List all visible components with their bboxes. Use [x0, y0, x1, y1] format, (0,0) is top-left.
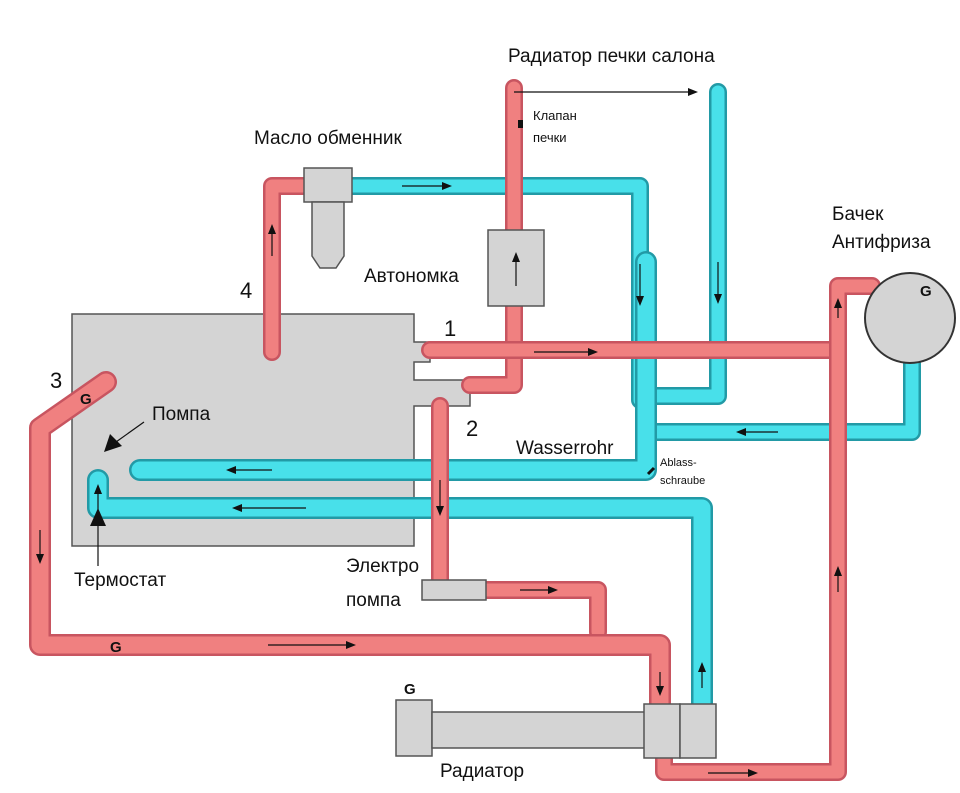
radiator-label: Радиатор	[440, 761, 524, 782]
port-number-2: 2	[466, 416, 478, 441]
heater-radiator-label: Радиатор печки салона	[508, 46, 715, 67]
cold-pipe-tank-return	[637, 349, 921, 441]
antifreeze-tank	[864, 272, 956, 364]
g-marker-radiator: G	[404, 681, 416, 698]
electric-pump	[421, 579, 487, 601]
hot-pipe-4-to-oil-cooler	[263, 177, 315, 361]
port-number-1: 1	[444, 316, 456, 341]
wasserrohr-label: Wasserrohr	[516, 438, 614, 459]
hot-pipe-electric-pump-outlet	[475, 581, 607, 641]
radiator	[395, 699, 717, 759]
port-number-4: 4	[240, 278, 252, 303]
cold-pipe-heater-return	[641, 83, 727, 405]
thermostat-label: Термостат	[74, 570, 166, 591]
g-marker-tank: G	[920, 283, 932, 300]
g-marker-pump: G	[80, 391, 92, 408]
autonomous-heater-label: Автономка	[364, 266, 459, 287]
drain-screw-label-line1: Ablass-	[660, 457, 697, 469]
flow-arrows	[36, 88, 842, 777]
drain-screw-marker	[646, 466, 656, 476]
pump-pointer-arrow	[104, 421, 145, 452]
heater-valve-label-line2: печки	[533, 130, 567, 145]
engine-block	[71, 313, 471, 547]
g-marker-bottom-pipe: G	[110, 639, 122, 656]
tank-label-line1: Бачек	[832, 204, 884, 225]
pump-label: Помпа	[152, 404, 211, 425]
oil-cooler-label: Масло обменник	[254, 128, 403, 149]
drain-screw-label-line2: schraube	[660, 475, 705, 487]
port-number-3: 3	[50, 368, 62, 393]
heater-valve-marker	[518, 120, 523, 128]
electric-pump-label-line2: помпа	[346, 590, 401, 611]
hot-pipe-2-to-autonomous-heater	[461, 291, 523, 394]
oil-cooler	[303, 167, 353, 269]
thermostat-pointer-arrow	[90, 508, 106, 566]
cold-pipe-wasserrohr	[129, 251, 657, 481]
electric-pump-label-line1: Электро	[346, 556, 419, 577]
tank-label-line2: Антифриза	[832, 232, 931, 253]
heater-valve-label-line1: Клапан	[533, 108, 577, 123]
hot-pipe-3-to-radiator	[29, 371, 671, 723]
